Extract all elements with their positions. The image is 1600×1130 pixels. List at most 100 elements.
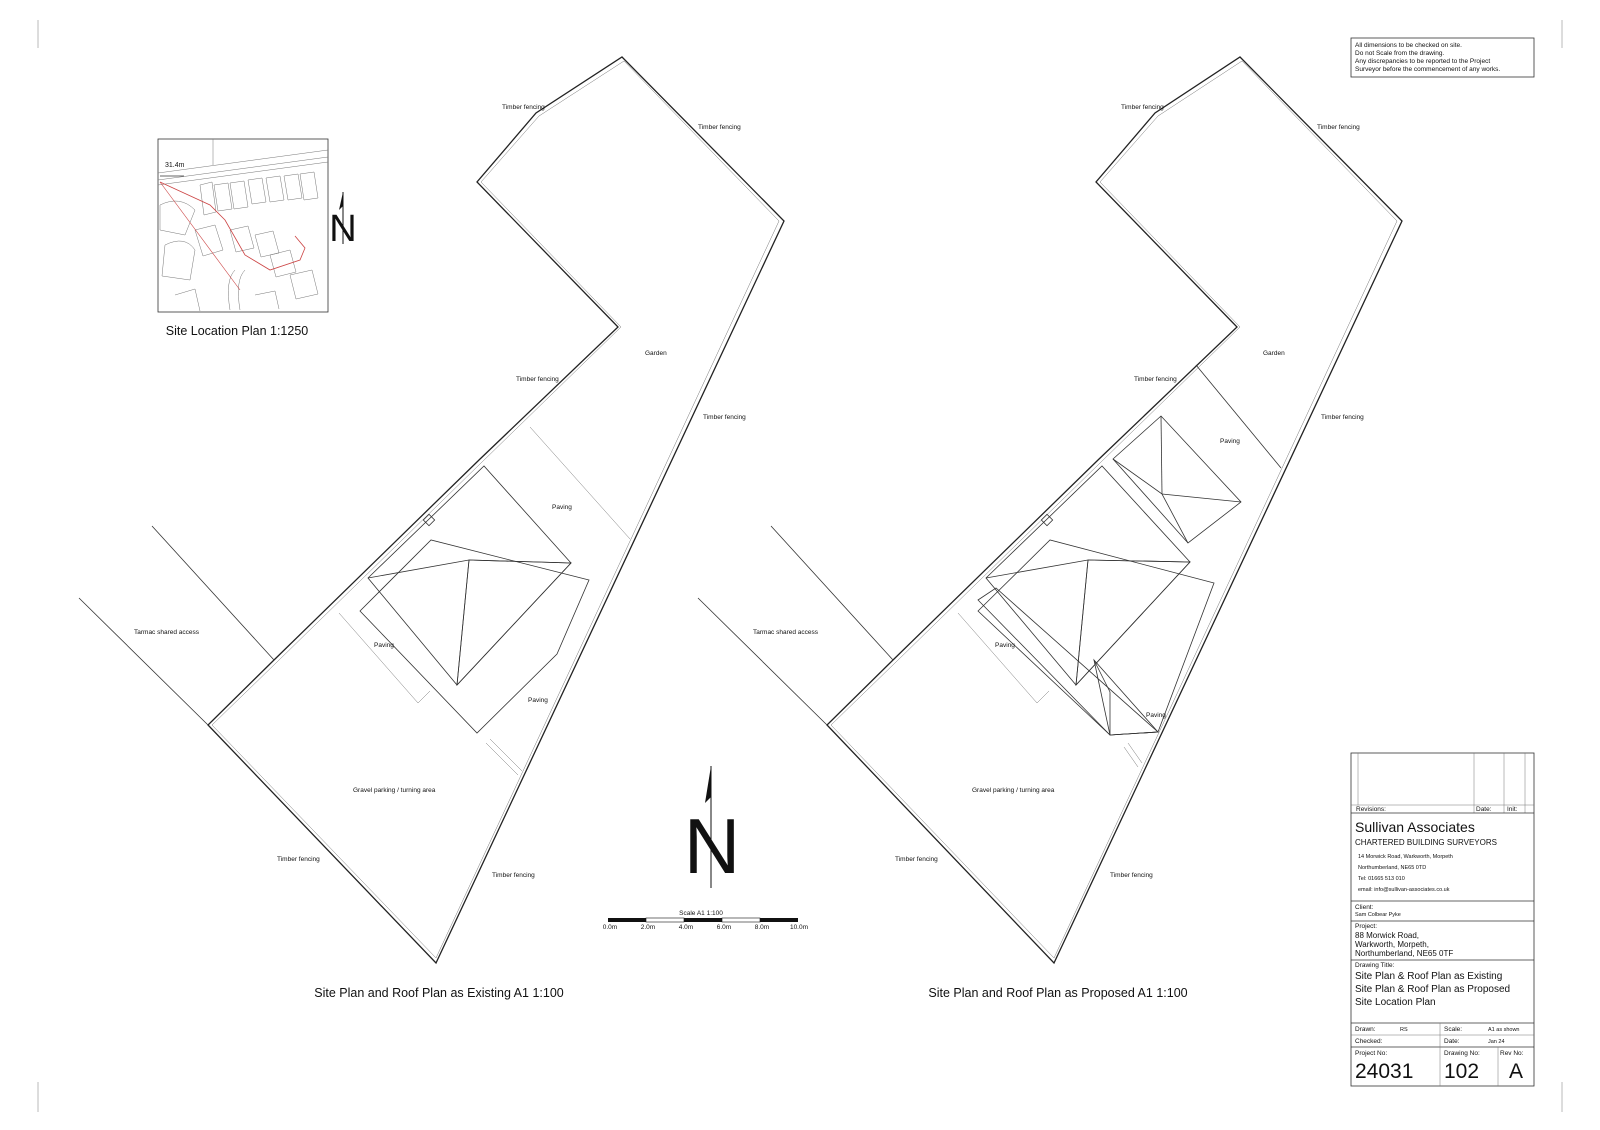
proposed-label-tarmac: Tarmac shared access (753, 629, 819, 636)
note-line-3: Any discrepancies to be reported to the … (1355, 58, 1490, 65)
existing-roof (367, 465, 572, 687)
existing-label-paving-2: Paving (374, 642, 394, 649)
scale-tick-0: 0.0m (603, 924, 617, 931)
north-arrow-head-icon (705, 766, 711, 803)
tb-project-label: Project: (1355, 923, 1377, 930)
tb-date-label: Date: (1444, 1038, 1460, 1045)
tb-project-no-label: Project No: (1355, 1050, 1387, 1057)
general-notes: All dimensions to be checked on site. Do… (1350, 37, 1535, 78)
tb-tel: Tel: 01665 513 010 (1358, 876, 1405, 882)
existing-caption: Site Plan and Roof Plan as Existing A1 1… (314, 986, 564, 1000)
tb-scale: A1 as shown (1488, 1027, 1520, 1033)
tb-project-1: 88 Morwick Road, (1355, 931, 1419, 940)
site-boundary-red (159, 181, 306, 271)
existing-tarmac-line-1 (151, 525, 275, 661)
tb-project-3: Northumberland, NE65 0TF (1355, 949, 1453, 958)
existing-label-timber-2: Timber fencing (698, 124, 741, 131)
sheet-corner-marks (37, 20, 1563, 1112)
existing-site-boundary (207, 56, 785, 965)
proposed-site-boundary (826, 56, 1403, 965)
scale-tick-4: 8.0m (755, 924, 769, 931)
scale-tick-3: 6.0m (717, 924, 731, 931)
scale-tick-5: 10.0m (790, 924, 808, 931)
tb-revisions-label: Revisions: (1356, 806, 1386, 813)
existing-site-plan: Timber fencing Timber fencing Garden Tim… (78, 56, 785, 1000)
scale-bar: Scale A1 1:100 0.0m 2.0m 4.0m 6.0m 8.0m … (603, 910, 808, 931)
tb-checked-label: Checked: (1355, 1038, 1383, 1045)
proposed-main-roof (985, 465, 1191, 687)
tb-init-col-label: Init: (1507, 806, 1518, 813)
location-plan-map (157, 139, 329, 312)
proposed-label-garden: Garden (1263, 350, 1285, 357)
scale-bar-title: Scale A1 1:100 (679, 910, 723, 917)
tb-rev: A (1509, 1060, 1523, 1083)
tb-drawing-no: 102 (1444, 1060, 1479, 1083)
proposed-side-extension-roof (977, 587, 1159, 736)
tb-email: email: info@sullivan-associates.co.uk (1358, 887, 1450, 893)
existing-label-timber-1: Timber fencing (502, 104, 545, 111)
proposed-tarmac-line-2 (697, 597, 828, 726)
proposed-label-paving-1: Paving (1220, 438, 1240, 445)
tb-address-2: Northumberland, NE65 0TD (1358, 865, 1426, 871)
proposed-extension-roof (1112, 415, 1242, 544)
location-north-arrow: N (329, 192, 357, 250)
existing-label-timber-6: Timber fencing (492, 872, 535, 879)
proposed-label-gravel: Gravel parking / turning area (972, 787, 1055, 794)
existing-label-timber-5: Timber fencing (277, 856, 320, 863)
location-scale-label: 31.4m (165, 162, 185, 169)
tb-rev-label: Rev No: (1500, 1050, 1524, 1057)
scale-tick-1: 2.0m (641, 924, 655, 931)
existing-tarmac-line-2 (78, 597, 209, 726)
existing-label-timber-4: Timber fencing (703, 414, 746, 421)
north-arrow: N (684, 766, 740, 890)
tb-project-2: Warkworth, Morpeth, (1355, 940, 1429, 949)
tb-date-col-label: Date: (1476, 806, 1492, 813)
existing-paving-area (359, 539, 590, 734)
proposed-paving-area (977, 539, 1215, 736)
tb-drawing-title-label: Drawing Title: (1355, 962, 1395, 969)
access-route-red (159, 181, 241, 291)
tb-company: Sullivan Associates (1355, 819, 1475, 835)
proposed-label-paving-2: Paving (995, 642, 1015, 649)
tb-address-1: 14 Morwick Road, Warkworth, Morpeth (1358, 854, 1453, 860)
proposed-label-timber-3: Timber fencing (1134, 376, 1177, 383)
tb-drawing-title-1: Site Plan & Roof Plan as Existing (1355, 971, 1502, 982)
tb-client: Sam Colbear Pyke (1355, 912, 1401, 918)
title-block: Revisions: Date: Init: Sullivan Associat… (1350, 752, 1535, 1087)
note-line-1: All dimensions to be checked on site. (1355, 42, 1462, 49)
tb-drawn: RS (1400, 1027, 1408, 1033)
existing-label-tarmac: Tarmac shared access (134, 629, 200, 636)
proposed-label-timber-6: Timber fencing (1110, 872, 1153, 879)
tb-client-label: Client: (1355, 904, 1374, 911)
tb-drawing-title-2: Site Plan & Roof Plan as Proposed (1355, 984, 1510, 995)
proposed-label-timber-1: Timber fencing (1121, 104, 1164, 111)
north-arrow-label: N (684, 802, 740, 890)
tb-project-no: 24031 (1355, 1060, 1413, 1083)
tb-drawing-no-label: Drawing No: (1444, 1050, 1480, 1057)
location-plan-caption: Site Location Plan 1:1250 (166, 324, 309, 338)
proposed-site-plan: Timber fencing Timber fencing Garden Tim… (697, 56, 1403, 1000)
tb-drawn-label: Drawn: (1355, 1026, 1376, 1033)
existing-label-gravel: Gravel parking / turning area (353, 787, 436, 794)
proposed-label-timber-2: Timber fencing (1317, 124, 1360, 131)
proposed-caption: Site Plan and Roof Plan as Proposed A1 1… (928, 986, 1187, 1000)
location-north-label: N (329, 208, 356, 250)
existing-label-garden: Garden (645, 350, 667, 357)
existing-label-timber-3: Timber fencing (516, 376, 559, 383)
proposed-label-paving-3: Paving (1146, 712, 1166, 719)
existing-label-paving-1: Paving (552, 504, 572, 511)
note-line-2: Do not Scale from the drawing. (1355, 50, 1444, 57)
proposed-tarmac-line-1 (770, 525, 894, 661)
note-line-4: Surveyor before the commencement of any … (1355, 66, 1500, 73)
tb-date: Jan 24 (1488, 1039, 1505, 1045)
tb-company-subtitle: CHARTERED BUILDING SURVEYORS (1355, 838, 1497, 847)
proposed-label-timber-4: Timber fencing (1321, 414, 1364, 421)
tb-drawing-title-3: Site Location Plan (1355, 997, 1436, 1008)
existing-label-paving-3: Paving (528, 697, 548, 704)
location-plan-frame (157, 138, 329, 313)
scale-tick-2: 4.0m (679, 924, 693, 931)
proposed-label-timber-5: Timber fencing (895, 856, 938, 863)
site-location-plan: 31.4m N Site Location Plan 1:1250 (157, 138, 357, 338)
tb-scale-label: Scale: (1444, 1026, 1462, 1033)
